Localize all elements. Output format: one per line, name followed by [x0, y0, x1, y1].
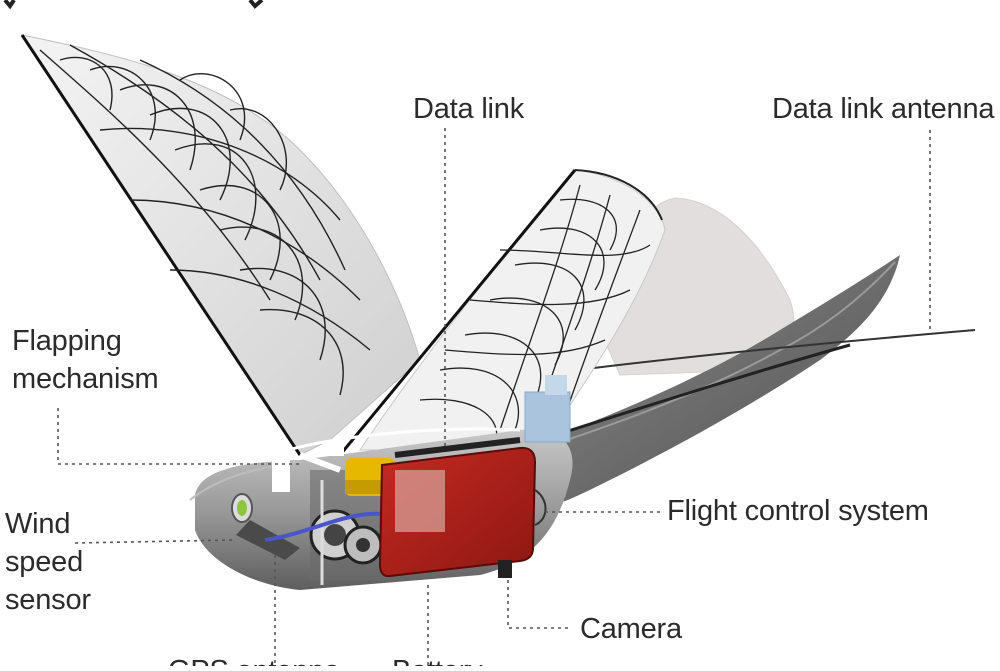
- tail-body: [520, 255, 900, 508]
- label-wind-speed-sensor-line1: Wind: [5, 508, 71, 540]
- label-flapping-mechanism-line2: mechanism: [12, 363, 159, 395]
- leader-lines: [57, 128, 931, 666]
- data-link-module: [524, 375, 571, 443]
- label-data-link: Data link: [413, 93, 525, 125]
- label-wind-speed-sensor-line2: speed: [5, 546, 84, 578]
- right-wing: [338, 169, 666, 456]
- right-wing-feathers: [419, 184, 651, 446]
- leader-flapping-mechanism: [57, 408, 300, 465]
- white-panel: [272, 458, 290, 492]
- label-data-link-antenna: Data link antenna: [772, 93, 995, 125]
- label-wind-speed-sensor: Wind speed sensor: [5, 505, 91, 619]
- bottom-cropped-labels: GPS antenna Battery: [0, 640, 1000, 666]
- label-wind-speed-sensor-line3: sensor: [5, 584, 91, 616]
- leader-camera: [507, 580, 570, 629]
- camera: [498, 560, 512, 578]
- label-flapping-mechanism: Flapping mechanism: [12, 322, 159, 398]
- cropped-title-fragment: [3, 0, 264, 10]
- label-camera: Camera: [580, 613, 682, 645]
- label-gps-antenna: GPS antenna: [168, 652, 340, 666]
- label-battery: Battery: [392, 652, 483, 666]
- flight-control-system-box: [378, 437, 537, 578]
- label-flapping-mechanism-line1: Flapping: [12, 325, 122, 357]
- left-wing-feathers: [39, 44, 371, 396]
- label-flight-control-system: Flight control system: [667, 495, 929, 527]
- left-wing: [20, 34, 421, 456]
- leader-wind-speed-sensor: [74, 539, 236, 544]
